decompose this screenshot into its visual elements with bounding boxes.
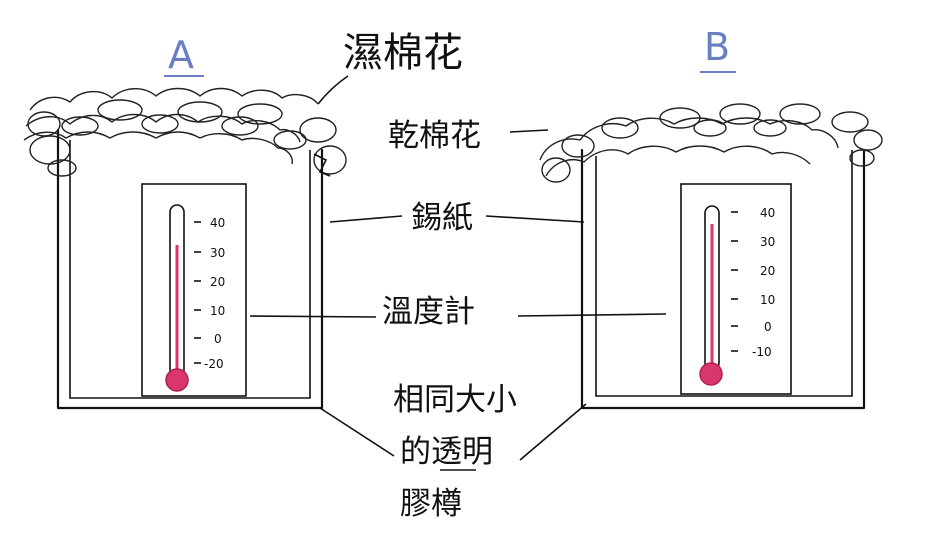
scale-a-10: 10: [210, 304, 225, 318]
scale-b-30: 30: [760, 235, 775, 249]
cup-a-foil: [69, 140, 311, 399]
cup-a: 40 30 20 10 0 -20 A: [23, 33, 347, 410]
thermometer-bulb-b: [699, 362, 723, 386]
scale-b-10: 10: [760, 293, 775, 307]
scale-a-20: 20: [210, 275, 225, 289]
scale-b-0: 0: [764, 320, 772, 334]
cup-b-letter: B: [704, 25, 730, 69]
label-dry-cotton: 乾棉花: [388, 118, 481, 154]
leader-bottle-a: [319, 407, 395, 457]
thermometer-bulb-a: [165, 368, 189, 392]
dry-cotton-b: [539, 103, 883, 183]
leader-thermometer-a: [249, 315, 377, 318]
thermometer-a: 40 30 20 10 0 -20: [141, 183, 247, 397]
scale-a-30: 30: [210, 246, 225, 260]
leader-foil-a: [329, 215, 403, 223]
cup-b-foil: [595, 150, 853, 397]
leader-foil-b: [485, 215, 585, 223]
label-bottle-line2: 的透明: [400, 434, 493, 470]
cup-b-outer: [580, 148, 866, 410]
leader-thermometer-b: [517, 313, 667, 317]
foil-mark-a: [313, 153, 331, 177]
leader-bottle-b: [519, 403, 587, 461]
label-wet-cotton: 濕棉花: [343, 30, 463, 76]
label-foil: 錫紙: [411, 200, 473, 236]
scale-b-neg10: -10: [752, 345, 772, 359]
scale-b-20: 20: [760, 264, 775, 278]
label-thermometer: 溫度計: [382, 294, 475, 330]
label-bottle-line3: 膠樽: [400, 486, 462, 522]
wet-cotton-a: [23, 87, 347, 177]
label-bottle-line1: 相同大小: [393, 382, 517, 418]
thermometer-b: 40 30 20 10 0 -10: [680, 183, 792, 395]
scale-a-neg20: -20: [204, 357, 224, 371]
leader-dry-cotton: [509, 129, 549, 133]
cup-a-letter: A: [168, 33, 194, 77]
leader-wet-cotton: [317, 75, 349, 105]
cup-b: 40 30 20 10 0 -10 B: [539, 25, 883, 410]
scale-a-40: 40: [210, 216, 225, 230]
scale-b-40: 40: [760, 206, 775, 220]
scale-a-0: 0: [214, 332, 222, 346]
cup-a-outer: [56, 128, 324, 410]
